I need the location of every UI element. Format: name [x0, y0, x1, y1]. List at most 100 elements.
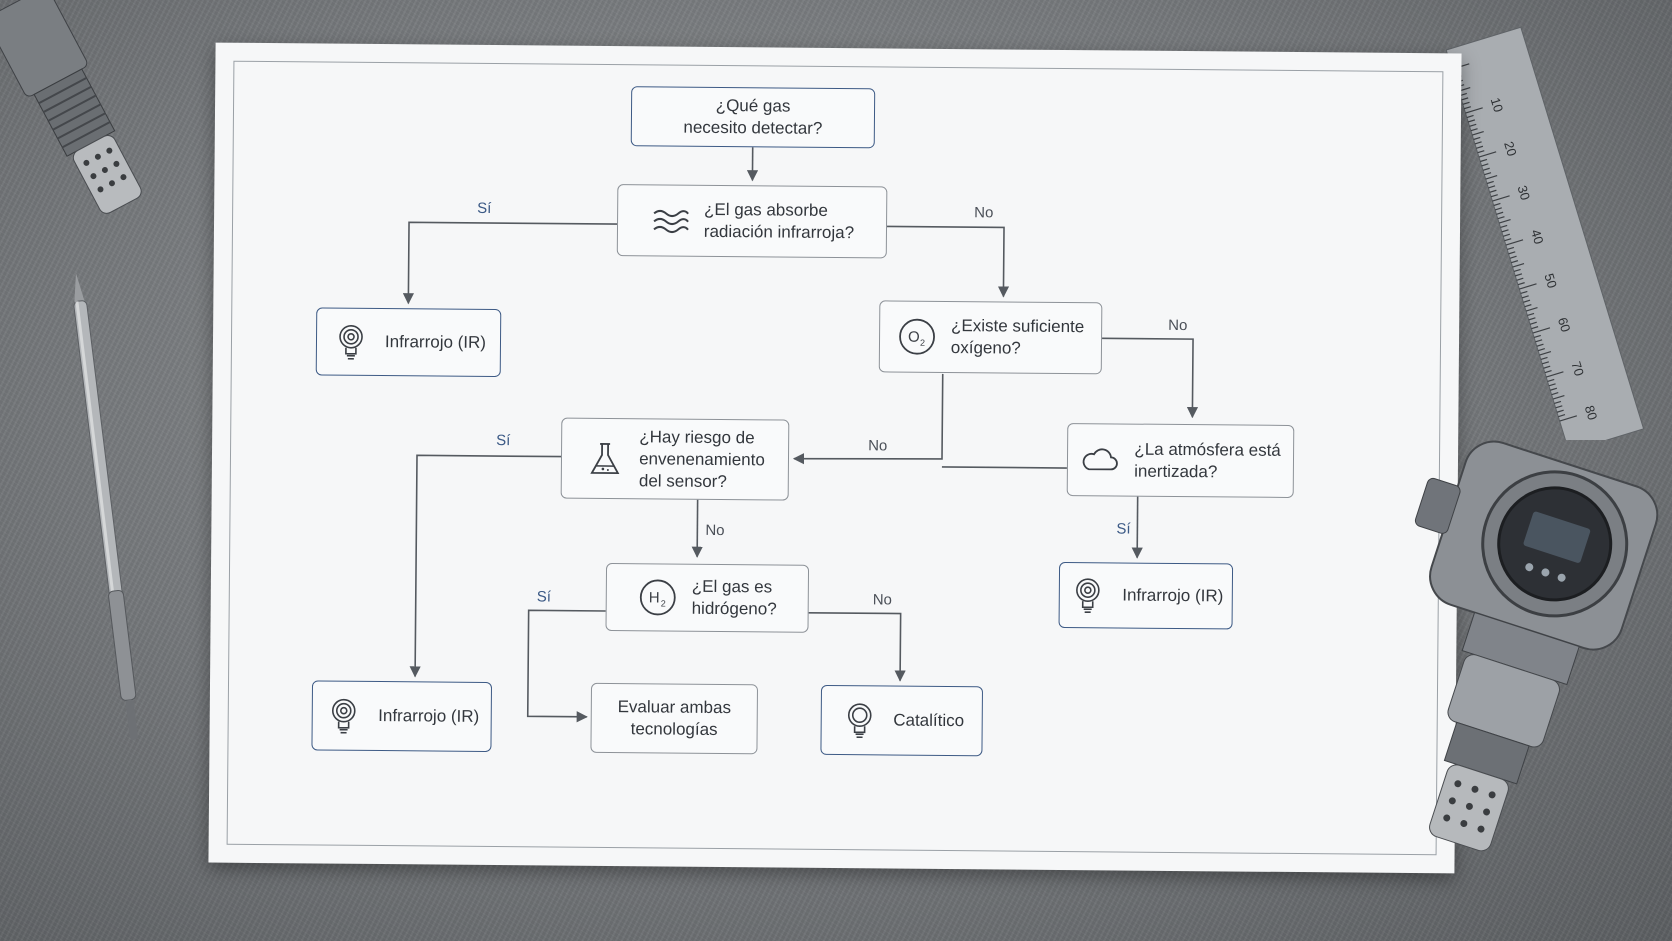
pen — [73, 273, 138, 740]
sensor-icon — [847, 703, 872, 739]
ruler-tick — [1481, 163, 1489, 167]
label-hydrogen-yes: Sí — [536, 588, 552, 606]
result-catalytic: Catalítico — [820, 684, 984, 757]
ruler-tick — [1498, 219, 1511, 224]
result-evaluate-both: Evaluar ambas tecnologías — [590, 682, 759, 755]
ruler-tick — [1543, 365, 1551, 369]
ruler-label: 40 — [1528, 228, 1547, 246]
flowchart-paper: ¿Qué gas necesito detectar? ¿El gas abso… — [208, 42, 1462, 874]
label-inert-yes: Sí — [1116, 520, 1131, 538]
label-hydrogen-no: No — [872, 591, 893, 609]
ruler-tick — [1540, 356, 1548, 361]
ruler-tick — [1511, 260, 1519, 264]
ruler-tick — [1504, 238, 1512, 242]
sensor-icon — [339, 324, 363, 360]
ruler-tick — [1509, 255, 1517, 259]
ruler-label: 80 — [1582, 404, 1601, 422]
ruler-tick — [1462, 101, 1470, 105]
ruler-tick — [1461, 97, 1469, 101]
cloud-icon — [1082, 447, 1119, 470]
ruler-tick — [1525, 306, 1538, 312]
ruler-label: 10 — [1488, 96, 1507, 114]
edge-ir-no — [887, 225, 1010, 298]
ruler-tick — [1469, 123, 1477, 127]
edge-poison-yes — [409, 454, 562, 678]
ruler-tick — [1537, 348, 1545, 352]
ruler-tick — [1536, 343, 1544, 347]
ruler-tick — [1531, 326, 1539, 330]
ruler-tick — [1548, 383, 1556, 387]
ruler-tick — [1490, 194, 1498, 198]
ruler-tick — [1523, 299, 1531, 303]
ruler-tick — [1505, 239, 1524, 246]
ruler-tick — [1524, 304, 1532, 308]
ruler-tick — [1513, 268, 1521, 273]
ruler-tick — [1555, 405, 1563, 409]
ruler-tick — [1527, 312, 1535, 317]
edge-inert-back — [941, 466, 1067, 469]
ruler-tick — [1497, 216, 1505, 220]
result-ir-bottom: Infrarrojo (IR) — [311, 680, 493, 753]
ruler-tick — [1476, 145, 1484, 149]
svg-text:O: O — [908, 329, 920, 346]
oxygen-icon: O 2 — [899, 318, 935, 355]
ruler-tick — [1539, 350, 1552, 356]
ruler-tick — [1541, 361, 1550, 365]
label-oxygen-down-no: No — [868, 437, 888, 455]
edge-hydrogen-yes — [526, 609, 606, 723]
question-hydrogen: H 2 ¿El gas es hidrógeno? — [605, 563, 810, 633]
ruler-tick — [1502, 233, 1511, 237]
ruler-tick — [1533, 334, 1541, 339]
question-poisoning: ¿Hay riesgo de envenenamiento del sensor… — [560, 417, 790, 501]
ruler-label: 60 — [1555, 316, 1574, 334]
ruler-tick — [1558, 414, 1566, 418]
sensor-icon — [332, 698, 357, 734]
ruler-tick — [1544, 370, 1552, 374]
question-poisoning-text: ¿Hay riesgo de envenenamiento del sensor… — [638, 426, 765, 491]
question-inert-text: ¿La atmósfera está inertizada? — [1134, 439, 1281, 481]
hydrogen-icon: H 2 — [639, 579, 676, 616]
ruler-tick — [1528, 317, 1536, 321]
question-ir-absorb-text: ¿El gas absorbe radiación infrarroja? — [703, 199, 855, 243]
ruler-tick — [1515, 273, 1523, 277]
ruler-tick — [1551, 392, 1559, 396]
ruler-tick — [1480, 158, 1488, 163]
ruler-tick — [1535, 339, 1543, 343]
svg-text:H: H — [649, 589, 660, 606]
label-ir-no: No — [974, 204, 994, 222]
ruler-tick — [1463, 106, 1472, 110]
result-ir-right: Infrarrojo (IR) — [1058, 561, 1234, 630]
result-catalytic-text: Catalítico — [893, 710, 965, 731]
ruler-tick — [1550, 387, 1558, 391]
start-node: ¿Qué gas necesito detectar? — [630, 86, 876, 149]
ruler-tick — [1508, 251, 1516, 255]
ruler-tick — [1478, 151, 1497, 158]
ruler-tick — [1472, 131, 1484, 136]
result-ir-top: Infrarrojo (IR) — [315, 307, 502, 378]
edge-inert-yes — [1131, 496, 1143, 559]
flow-connectors — [402, 147, 1199, 723]
gas-transmitter — [1414, 440, 1659, 852]
ruler-tick — [1484, 172, 1492, 176]
result-evaluate-both-text: Evaluar ambas tecnologías — [617, 697, 732, 739]
result-ir-top-text: Infrarrojo (IR) — [384, 332, 487, 352]
label-poison-yes: Sí — [496, 432, 511, 450]
ruler-tick — [1517, 282, 1525, 286]
ruler-tick — [1552, 394, 1565, 400]
ruler-tick — [1459, 92, 1467, 97]
ruler-tick — [1489, 189, 1497, 193]
svg-text:2: 2 — [920, 338, 925, 348]
ruler-tick — [1501, 229, 1509, 233]
ruler-tick — [1516, 277, 1524, 281]
ruler-tick — [1556, 409, 1564, 413]
ruler-tick — [1482, 167, 1490, 171]
ruler-tick — [1470, 128, 1478, 132]
ruler-tick — [1465, 107, 1483, 114]
question-oxygen-text: ¿Existe suficiente oxígeno? — [950, 316, 1085, 358]
ruler-tick — [1529, 321, 1537, 325]
ruler-tick — [1500, 224, 1508, 229]
question-oxygen: O 2 ¿Existe suficiente oxígeno? — [878, 300, 1103, 375]
sensor-fitting-topleft — [0, 0, 142, 214]
ruler-tick — [1474, 141, 1482, 145]
